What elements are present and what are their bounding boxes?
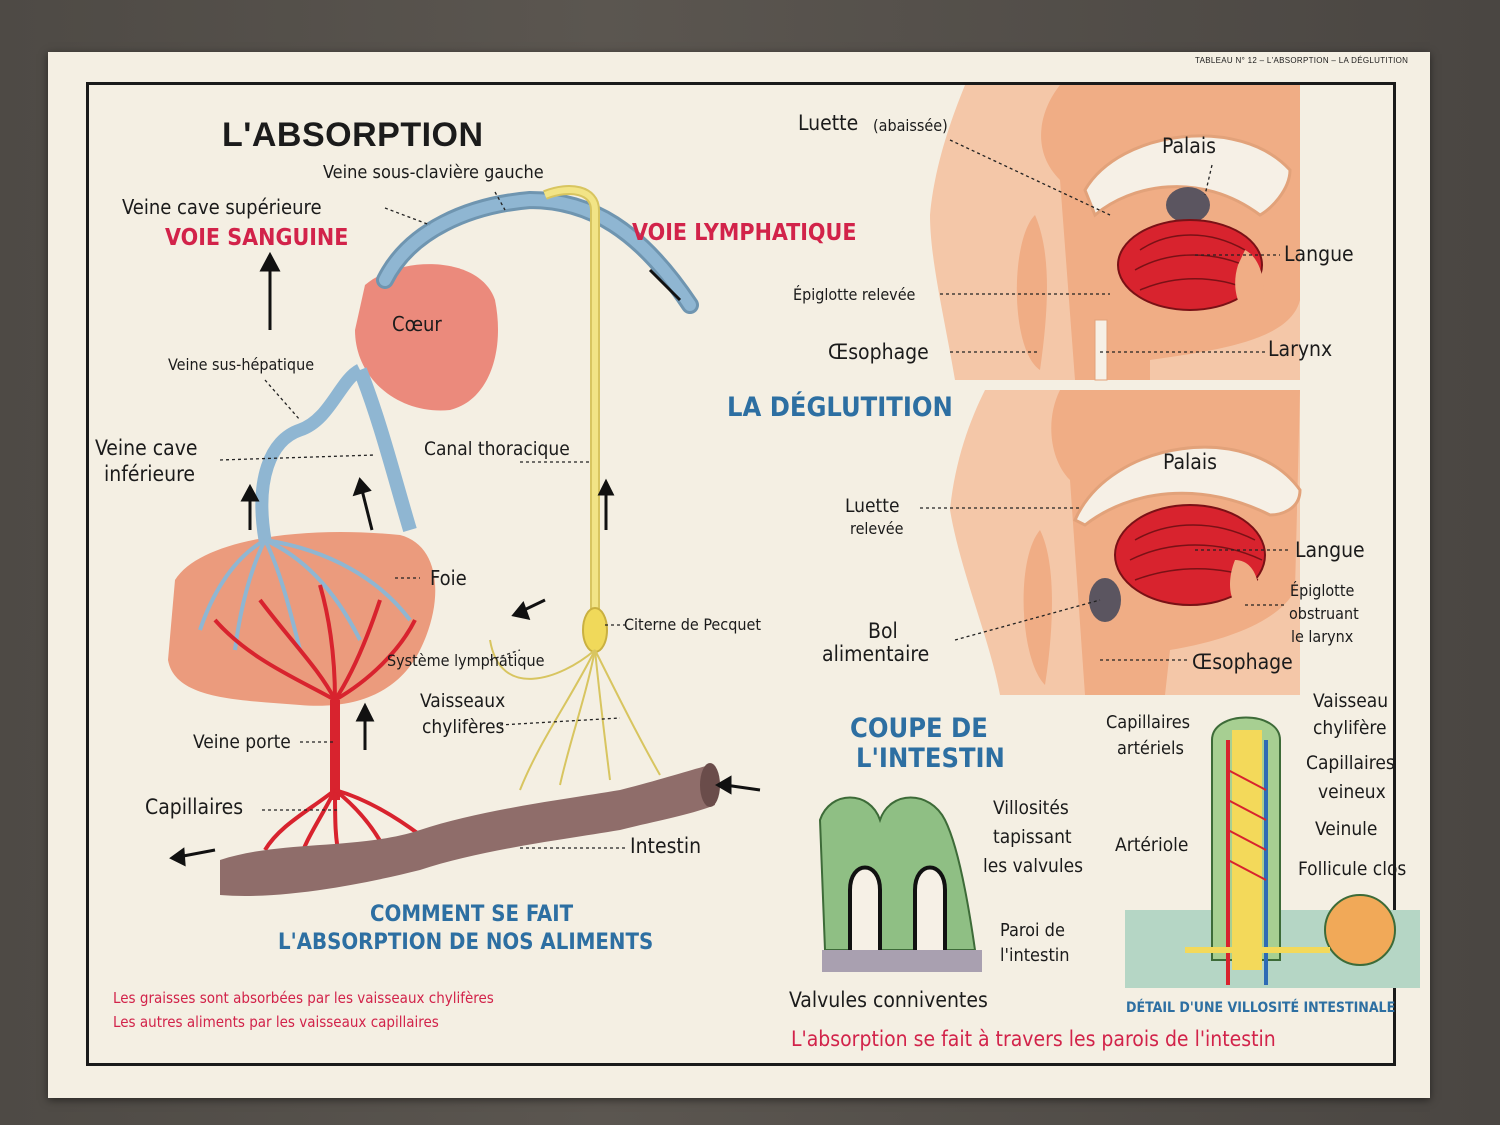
label-paroi-2: l'intestin bbox=[1000, 945, 1070, 966]
label-larynx-top: Larynx bbox=[1268, 337, 1333, 361]
label-intestin: Intestin bbox=[630, 834, 702, 858]
label-detail: DÉTAIL D'UNE VILLOSITÉ INTESTINALE bbox=[1126, 1000, 1396, 1016]
head-section-bottom bbox=[950, 390, 1302, 695]
label-luette-bottom-1: Luette bbox=[845, 495, 900, 517]
label-oesophage-top: Œsophage bbox=[828, 340, 929, 364]
label-cave-inf-1: Veine cave bbox=[95, 436, 198, 460]
label-systeme-lymphatique: Système lymphatique bbox=[387, 651, 545, 670]
label-veine-porte: Veine porte bbox=[193, 731, 291, 753]
label-valvules: Valvules conniventes bbox=[789, 988, 988, 1012]
intestine-opening bbox=[700, 763, 720, 807]
label-follicule: Follicule clos bbox=[1298, 858, 1407, 880]
thoracic-duct bbox=[543, 185, 600, 625]
cistern-pecquet bbox=[582, 607, 608, 653]
label-cave-inf-2: inférieure bbox=[104, 462, 196, 486]
voie-lymphatique-label: VOIE LYMPHATIQUE bbox=[632, 220, 857, 246]
label-vaisseaux-2: chylifères bbox=[422, 716, 505, 738]
label-epiglotte-top: Épiglotte relevée bbox=[793, 285, 916, 304]
label-capillaires: Capillaires bbox=[145, 795, 244, 819]
label-bol-2: alimentaire bbox=[822, 642, 930, 666]
label-villosites-3: les valvules bbox=[983, 855, 1084, 877]
subtitle-1: COMMENT SE FAIT bbox=[370, 902, 574, 927]
label-vaisseau-2: chylifère bbox=[1313, 717, 1387, 739]
label-foie: Foie bbox=[430, 566, 467, 590]
intestin-title-1: COUPE DE bbox=[850, 713, 988, 744]
subtitle-2: L'ABSORPTION DE NOS ALIMENTS bbox=[278, 930, 654, 955]
label-cave-sup: Veine cave supérieure bbox=[122, 195, 322, 219]
label-cap-art-2: artériels bbox=[1117, 738, 1184, 759]
liver-shape bbox=[168, 532, 436, 706]
label-palais-bottom: Palais bbox=[1163, 450, 1217, 474]
vein-hepatic bbox=[255, 364, 364, 542]
deglutition-title: LA DÉGLUTITION bbox=[727, 392, 953, 423]
header-strip: TABLEAU N° 12 – L'ABSORPTION – LA DÉGLUT… bbox=[1195, 56, 1409, 65]
note-2: Les autres aliments par les vaisseaux ca… bbox=[113, 1013, 439, 1031]
label-sous-claviere: Veine sous-clavière gauche bbox=[323, 162, 544, 183]
label-abaissee: (abaissée) bbox=[873, 116, 948, 135]
label-luette-top: Luette bbox=[798, 111, 859, 135]
poster-frame bbox=[86, 82, 1396, 1066]
vein-superior-inner bbox=[379, 193, 696, 311]
label-villosites-1: Villosités bbox=[993, 797, 1069, 819]
label-sus-hepatique: Veine sus-hépatique bbox=[168, 355, 315, 374]
label-oesophage-bottom: Œsophage bbox=[1192, 650, 1293, 674]
leader-lines-left bbox=[219, 191, 628, 849]
liver-vein-branches bbox=[198, 538, 412, 651]
label-arteriole: Artériole bbox=[1115, 834, 1189, 856]
note-1: Les graisses sont absorbées par les vais… bbox=[113, 989, 494, 1007]
label-villosites-2: tapissant bbox=[993, 826, 1072, 848]
label-bol-1: Bol bbox=[868, 619, 898, 643]
vein-inferior bbox=[353, 367, 417, 533]
label-vaisseaux-1: Vaisseaux bbox=[420, 690, 506, 712]
label-cap-vei-2: veineux bbox=[1318, 781, 1386, 803]
heart-shape bbox=[355, 264, 498, 411]
footer-caption: L'absorption se fait à travers les paroi… bbox=[791, 1027, 1276, 1051]
label-veinule: Veinule bbox=[1315, 818, 1378, 840]
villus-detail bbox=[1125, 716, 1420, 988]
label-cap-vei-1: Capillaires bbox=[1306, 752, 1395, 774]
intestin-title-2: L'INTESTIN bbox=[856, 743, 1005, 774]
head-section-top bbox=[930, 85, 1300, 381]
label-epiglotte-3: le larynx bbox=[1291, 627, 1354, 646]
label-paroi-1: Paroi de bbox=[1000, 920, 1065, 941]
voie-sanguine-label: VOIE SANGUINE bbox=[165, 225, 349, 251]
label-luette-bottom-2: relevée bbox=[850, 519, 904, 538]
label-palais-top: Palais bbox=[1162, 134, 1216, 158]
thoracic-duct-inner bbox=[543, 187, 598, 625]
intestine-cross-section bbox=[818, 796, 982, 972]
label-vaisseau-1: Vaisseau bbox=[1313, 690, 1389, 712]
label-coeur: Cœur bbox=[392, 312, 442, 336]
label-epiglotte-2: obstruant bbox=[1289, 604, 1359, 623]
flow-arrows bbox=[169, 251, 761, 867]
label-cap-art-1: Capillaires bbox=[1106, 712, 1191, 733]
label-canal-thoracique: Canal thoracique bbox=[424, 438, 570, 460]
label-citerne: Citerne de Pecquet bbox=[624, 615, 761, 634]
liver-red-branches bbox=[213, 584, 417, 702]
leader-lines-right bbox=[920, 139, 1290, 661]
label-langue-top: Langue bbox=[1284, 242, 1354, 266]
label-langue-bottom: Langue bbox=[1295, 538, 1365, 562]
intestine-tube bbox=[220, 765, 715, 896]
label-epiglotte-1: Épiglotte bbox=[1290, 581, 1355, 600]
absorption-title: L'ABSORPTION bbox=[222, 116, 484, 154]
